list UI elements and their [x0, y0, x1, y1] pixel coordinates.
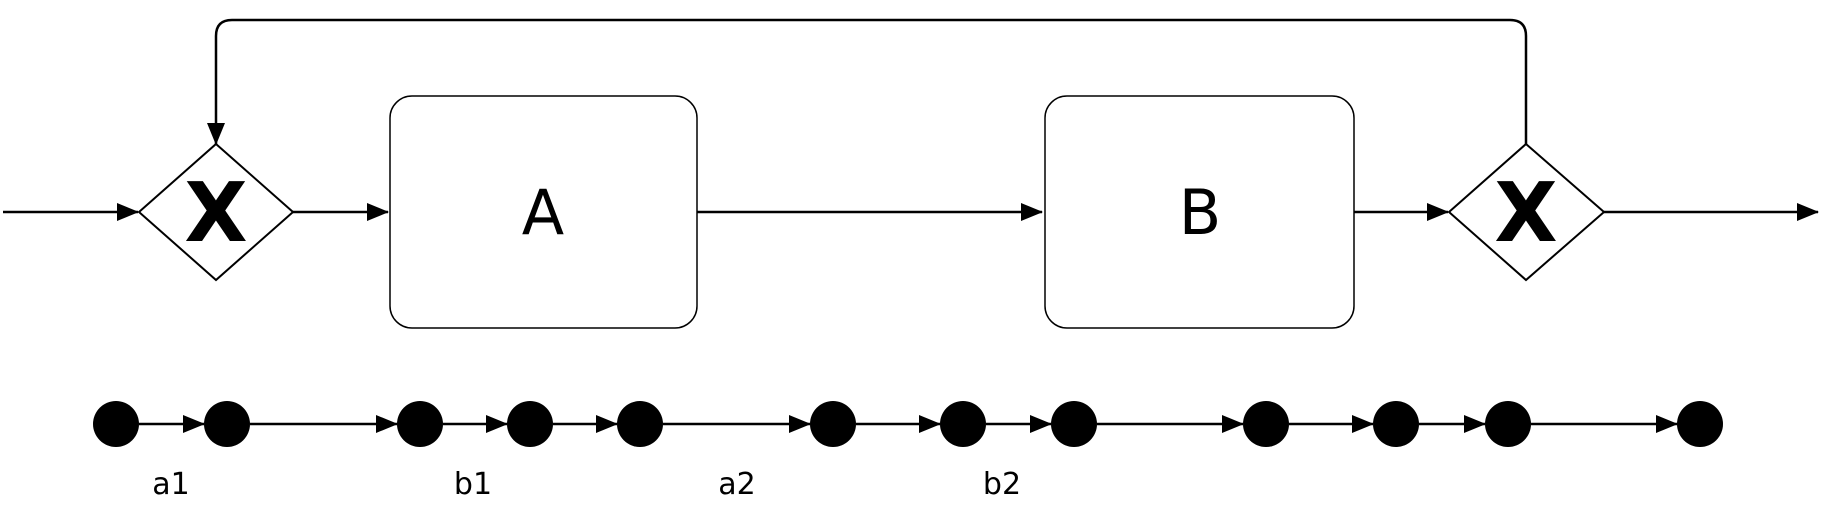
trace-node: [204, 401, 250, 447]
trace-node: [1051, 401, 1097, 447]
loop-back-arrow: [207, 18, 1528, 145]
trace-node: [397, 401, 443, 447]
trace-node: [1373, 401, 1419, 447]
trace-node: [1243, 401, 1289, 447]
process-flow: A B X X: [3, 18, 1819, 329]
merge-gateway-x-icon: X: [1494, 166, 1557, 261]
trace-node: [617, 401, 663, 447]
trace-node: [507, 401, 553, 447]
trace-node: [1677, 401, 1723, 447]
task-b: B: [1044, 95, 1355, 329]
split-gateway-x-icon: X: [184, 166, 247, 261]
task-b-label: B: [1179, 176, 1222, 249]
trace-label-a2: a2: [718, 467, 755, 502]
trace-label-a1: a1: [152, 467, 189, 502]
trace-label-b2: b2: [983, 467, 1021, 502]
trace-label-b1: b1: [454, 467, 492, 502]
trace-node: [93, 401, 139, 447]
trace-node: [1485, 401, 1531, 447]
split-gateway: X: [137, 142, 295, 282]
trace-node: [810, 401, 856, 447]
merge-gateway: X: [1447, 142, 1606, 282]
task-a: A: [389, 95, 698, 329]
task-a-label: A: [522, 176, 564, 249]
execution-trace: a1 b1 a2 b2: [93, 401, 1723, 502]
trace-node: [940, 401, 986, 447]
